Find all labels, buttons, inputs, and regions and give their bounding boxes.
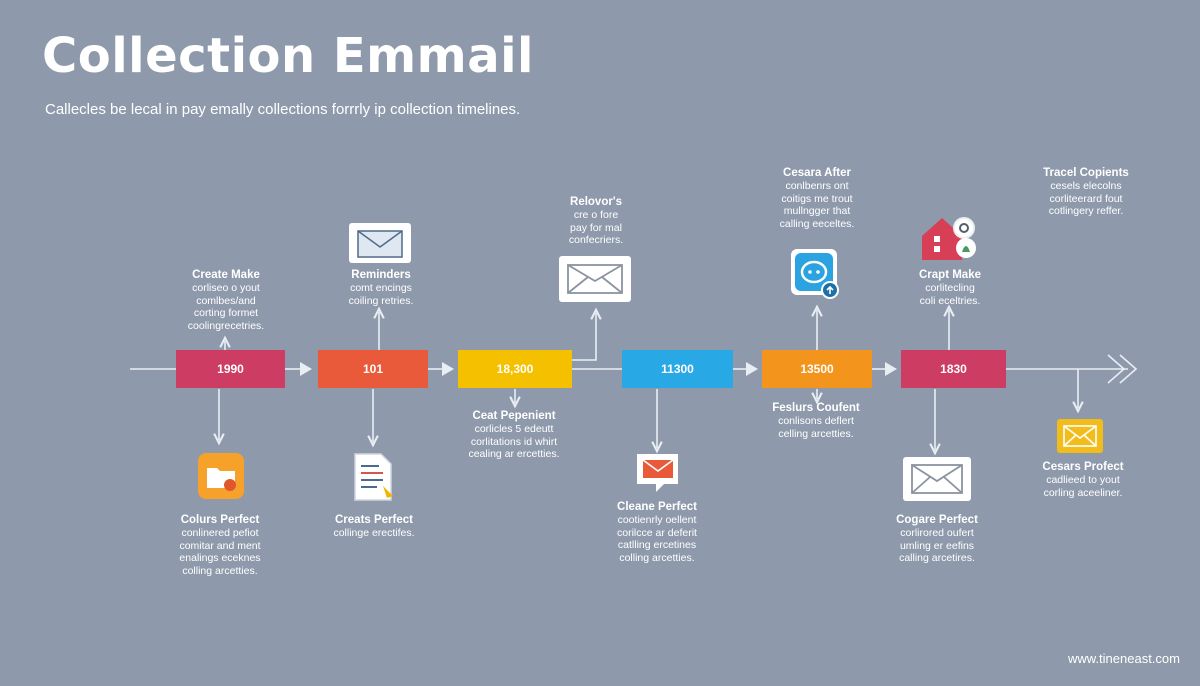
top-note-5: Crapt Make corlitecling coli eceltries.	[890, 268, 1010, 307]
note-body: corlirored oufert umling er eefins calli…	[899, 527, 975, 564]
bottom-note-4: Cleane Perfect cootienrly oellent corilc…	[592, 500, 722, 564]
page-title: Collection Emmail	[42, 28, 534, 84]
timeline-box-5: 13500	[762, 350, 872, 388]
top-note-2: Reminders comt encings coiling retries.	[321, 268, 441, 307]
note-title: Feslurs Coufent	[772, 402, 860, 414]
note-body: corliseo o yout comlbes/and corting form…	[187, 282, 265, 332]
note-title: Creats Perfect	[335, 514, 413, 526]
note-body: conlbenrs ont coitigs me trout mullngger…	[779, 180, 855, 230]
note-body: collinge erectifes.	[333, 527, 415, 539]
bottom-note-1: Colurs Perfect conlinered pefiot comitar…	[155, 513, 285, 577]
note-title: Cogare Perfect	[896, 514, 978, 526]
timeline-box-3: 18,300	[458, 350, 572, 388]
arrow-icon	[442, 362, 454, 376]
note-body: cadlieed to yout corling aceeliner.	[1043, 474, 1123, 499]
document-icon	[354, 453, 393, 501]
arrow-icon	[300, 362, 312, 376]
top-note-1: Create Make corliseo o yout comlbes/and …	[166, 268, 286, 332]
timeline-box-label: 1830	[940, 362, 967, 376]
page-subtitle: Callecles be lecal in pay emally collect…	[45, 101, 521, 118]
note-body: cesels elecolns corliteerard fout cotlin…	[1048, 180, 1124, 217]
note-body: corlitecling coli eceltries.	[919, 282, 981, 307]
note-title: Create Make	[192, 269, 260, 281]
mail-chat-icon	[637, 454, 678, 492]
note-title: Cesara After	[783, 167, 851, 179]
note-title: Crapt Make	[919, 269, 981, 281]
note-title: Cleane Perfect	[617, 501, 697, 513]
note-title: Ceat Pepenient	[472, 410, 556, 422]
note-body: comt encings coiling retries.	[348, 282, 414, 307]
end-chevron-icon	[1107, 354, 1126, 384]
envelope-icon	[1057, 419, 1103, 453]
note-body: conlinered pefiot comitar and ment enali…	[179, 527, 261, 577]
bottom-note-6: Cogare Perfect corlirored oufert umling …	[872, 513, 1002, 565]
note-title: Tracel Copients	[1043, 167, 1129, 179]
arrow-icon	[746, 362, 758, 376]
timeline-box-6: 1830	[901, 350, 1006, 388]
note-title: Colurs Perfect	[180, 514, 260, 526]
bottom-note-2: Creats Perfect collinge erectifes.	[309, 513, 439, 540]
folder-icon	[198, 453, 244, 499]
arrow-icon	[885, 362, 897, 376]
timeline-box-label: 11300	[661, 362, 694, 376]
timeline-box-2: 101	[318, 350, 428, 388]
bottom-note-3: Ceat Pepenient corlicles 5 edeutt corlit…	[447, 409, 581, 461]
note-body: conlisons deflert celling arcetties.	[778, 415, 854, 440]
timeline-box-1: 1990	[176, 350, 285, 388]
house-settings-icon	[922, 217, 976, 260]
envelope-icon	[559, 256, 631, 302]
timeline-box-4: 11300	[622, 350, 733, 388]
timeline-box-label: 13500	[800, 362, 834, 376]
note-body: cootienrly oellent corilcce ar deferit c…	[617, 514, 697, 564]
chat-app-icon	[791, 249, 839, 299]
envelope-icon	[903, 457, 971, 501]
watermark: www.tineneast.com	[1068, 651, 1180, 666]
envelope-icon	[349, 223, 411, 263]
note-title: Reminders	[351, 269, 411, 281]
note-body: corlicles 5 edeutt corlitations id whirt…	[468, 423, 560, 460]
timeline-box-label: 18,300	[496, 362, 534, 376]
note-body: cre o fore pay for mal confecriers.	[568, 209, 624, 246]
timeline-box-label: 101	[362, 362, 384, 376]
timeline-box-label: 1990	[217, 362, 244, 376]
bottom-note-7: Cesars Profect cadlieed to yout corling …	[1018, 460, 1148, 499]
note-title: Relovor's	[570, 196, 622, 208]
bottom-note-5: Feslurs Coufent conlisons deflert cellin…	[751, 401, 881, 440]
note-title: Cesars Profect	[1042, 461, 1124, 473]
top-note-6: Tracel Copients cesels elecolns corlitee…	[1026, 166, 1146, 218]
top-note-4: Cesara After conlbenrs ont coitigs me tr…	[757, 166, 877, 230]
top-note-3: Relovor's cre o fore pay for mal confecr…	[536, 195, 656, 247]
